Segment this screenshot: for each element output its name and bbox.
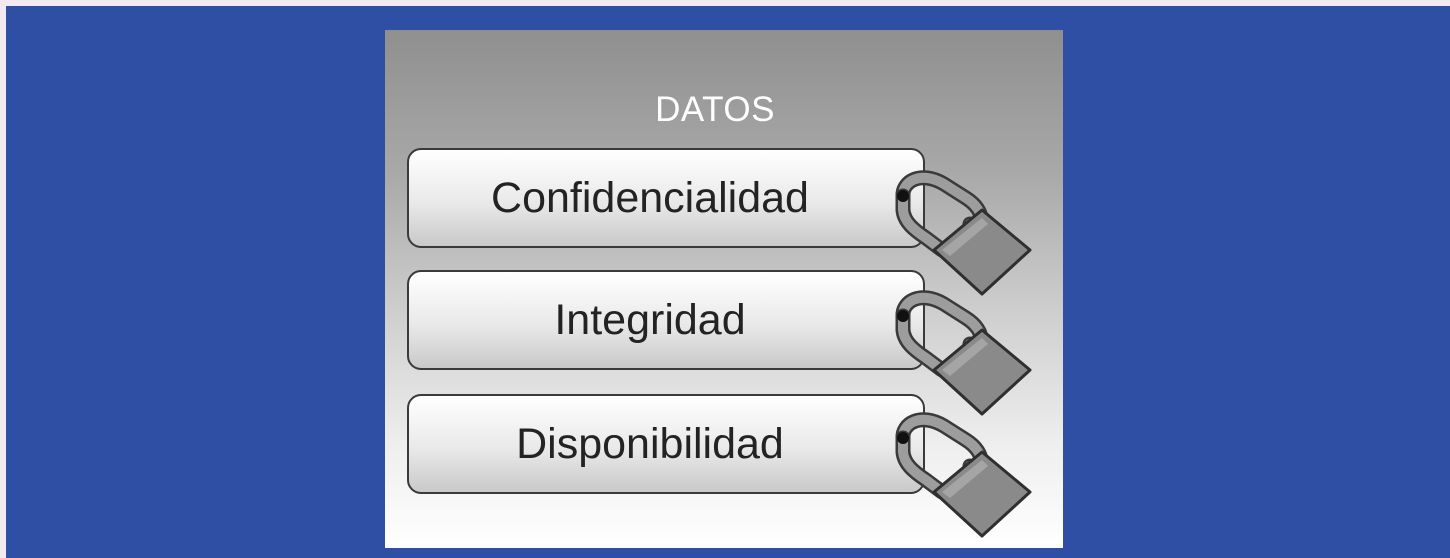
item-label-integridad: Integridad [554,295,746,344]
item-bar-integridad: Integridad [407,270,925,370]
item-bar-confidencialidad: Confidencialidad [407,148,925,248]
diagram-panel: DATOS Confidencialidad Integridad Dispon… [385,30,1063,548]
item-label-confidencialidad: Confidencialidad [491,173,809,222]
diagram-title: DATOS [655,90,775,129]
padlock-icon [895,170,1032,296]
padlock-icon [895,290,1032,416]
item-label-disponibilidad: Disponibilidad [516,419,784,468]
item-bar-disponibilidad: Disponibilidad [407,394,925,494]
padlock-icon [895,412,1032,538]
top-strip [0,0,1450,6]
